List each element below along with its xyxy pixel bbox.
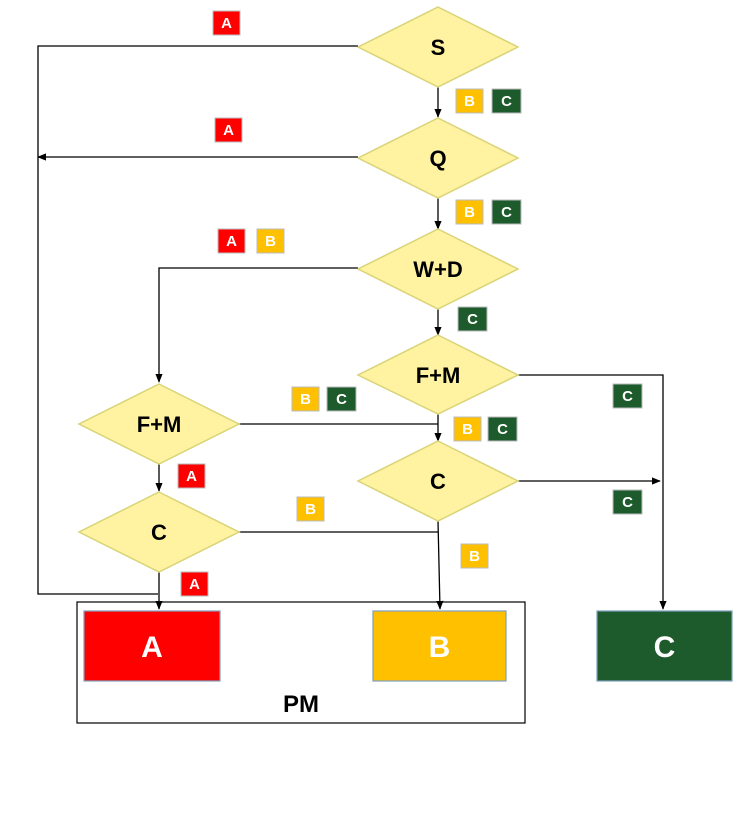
line-c-right-to-b — [436, 520, 444, 610]
outcome-b-label: B — [429, 631, 451, 664]
decision-fm-right-label: F+M — [416, 363, 461, 388]
badge-b-fm-right-down: B — [453, 416, 482, 442]
badge-b-s-down: B — [455, 88, 484, 114]
badge-a-fm-left-down: A — [177, 463, 206, 489]
svg-text:C: C — [622, 494, 633, 511]
decision-q: Q — [356, 117, 520, 199]
decision-s: S — [356, 6, 520, 88]
badge-a-wd: A — [217, 228, 246, 254]
line-s-left-to-a — [37, 45, 358, 595]
svg-text:C: C — [497, 421, 508, 438]
badge-c-s-down: C — [491, 88, 522, 114]
pm-group-label: PM — [283, 691, 319, 718]
line-wd-left-to-fm-left — [155, 267, 358, 383]
outcome-a: A — [83, 610, 221, 682]
badge-b-fm-left-right: B — [291, 386, 320, 412]
svg-text:C: C — [467, 311, 478, 328]
badge-b-wd: B — [256, 228, 285, 254]
svg-text:A: A — [189, 576, 200, 593]
svg-text:B: B — [464, 204, 475, 221]
svg-text:A: A — [186, 468, 197, 485]
svg-text:C: C — [501, 204, 512, 221]
svg-text:A: A — [223, 122, 234, 139]
decision-c-right-label: C — [430, 469, 446, 494]
outcome-c-label: C — [654, 631, 676, 664]
decision-q-label: Q — [429, 146, 446, 171]
line-fm-right-to-c — [518, 374, 667, 610]
svg-text:B: B — [265, 233, 276, 250]
badge-c-fm-left-right: C — [326, 386, 357, 412]
badge-b-c-right-down: B — [460, 543, 489, 569]
badge-b-c-left-right: B — [296, 496, 325, 522]
outcome-b: B — [372, 610, 507, 682]
outcome-a-label: A — [141, 631, 163, 664]
decision-fm-left-label: F+M — [137, 412, 182, 437]
decision-fm-left: F+M — [77, 383, 241, 465]
badge-a-c-left-down: A — [180, 571, 209, 597]
svg-text:B: B — [305, 501, 316, 518]
badge-c-fm-right-side: C — [612, 383, 643, 409]
svg-text:A: A — [226, 233, 237, 250]
decision-wd-label: W+D — [413, 257, 463, 282]
decision-fm-right: F+M — [356, 334, 520, 415]
decision-c-left-label: C — [151, 520, 167, 545]
badge-a-s: A — [212, 10, 241, 36]
badge-a-q: A — [214, 117, 243, 143]
svg-text:B: B — [462, 421, 473, 438]
badge-c-q-down: C — [491, 199, 522, 225]
badge-c-fm-right-down: C — [487, 416, 518, 442]
svg-text:C: C — [501, 93, 512, 110]
decision-c-right: C — [356, 440, 520, 522]
svg-text:C: C — [622, 388, 633, 405]
decision-wd: W+D — [356, 228, 520, 310]
svg-text:B: B — [464, 93, 475, 110]
outcome-c: C — [596, 610, 733, 682]
svg-text:B: B — [300, 391, 311, 408]
svg-text:A: A — [221, 15, 232, 32]
decision-c-left: C — [77, 491, 241, 573]
badge-c-wd-down: C — [457, 306, 488, 332]
badge-b-q-down: B — [455, 199, 484, 225]
decision-s-label: S — [431, 35, 446, 60]
badge-c-c-right-side: C — [612, 489, 643, 515]
connectors — [37, 45, 667, 610]
svg-text:B: B — [469, 548, 480, 565]
svg-text:C: C — [336, 391, 347, 408]
pm-group-box — [76, 601, 526, 724]
